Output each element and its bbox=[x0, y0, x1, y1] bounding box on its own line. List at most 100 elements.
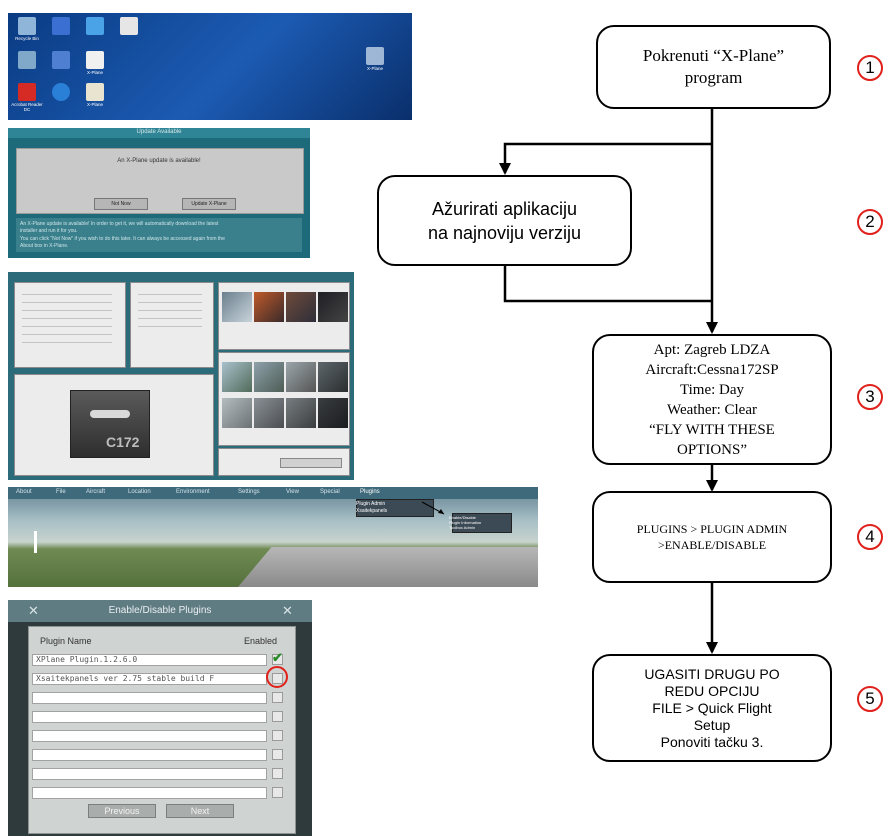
weather-thumbnail[interactable] bbox=[318, 362, 348, 392]
plugin-enabled-checkbox[interactable] bbox=[272, 654, 283, 665]
menu-item-about[interactable]: About bbox=[16, 489, 32, 495]
plugin-enabled-checkbox[interactable] bbox=[272, 787, 283, 798]
acrobat-shortcut[interactable]: Acrobat Reader DC bbox=[10, 83, 44, 112]
step-line: PLUGINS > PLUGIN ADMIN bbox=[636, 522, 788, 536]
recycle-bin-shortcut[interactable]: Recycle Bin bbox=[10, 17, 44, 41]
list-item[interactable] bbox=[138, 294, 202, 295]
plugin-enabled-checkbox[interactable] bbox=[272, 692, 283, 703]
list-item[interactable] bbox=[22, 334, 112, 335]
list-item[interactable] bbox=[22, 302, 112, 303]
weather-thumbnail[interactable] bbox=[222, 362, 252, 392]
step-5-box: UGASITI DRUGU PO REDU OPCIJU FILE > Quic… bbox=[592, 654, 832, 762]
menu-item-view[interactable]: View bbox=[286, 489, 299, 495]
list-item[interactable] bbox=[22, 310, 112, 311]
step-line: na najnoviju verziju bbox=[427, 222, 582, 243]
menu-item-settings[interactable]: Settings bbox=[238, 489, 260, 495]
plugin-enabled-checkbox[interactable] bbox=[272, 730, 283, 741]
step-2-box: Ažurirati aplikaciju na najnoviju verzij… bbox=[377, 175, 632, 266]
submenu-item-plugin-information[interactable]: Plugin Information bbox=[449, 520, 482, 525]
desktop-icon-label: X-Plane bbox=[86, 70, 103, 75]
aircraft-model-label: C172 bbox=[106, 434, 140, 450]
weather-thumbnail[interactable] bbox=[318, 398, 348, 428]
step-line: Time: Day bbox=[679, 381, 745, 398]
info-line: About box in X-Plane. bbox=[20, 243, 69, 249]
plugin-row-name bbox=[32, 787, 267, 799]
menu-item-environment[interactable]: Environment bbox=[176, 489, 210, 495]
submenu-item-toolbox-admin[interactable]: Toolbox Admin bbox=[449, 525, 476, 530]
airport-list-panel[interactable] bbox=[14, 282, 126, 368]
desktop-shortcut[interactable] bbox=[112, 17, 146, 35]
time-thumbnail[interactable] bbox=[318, 292, 348, 322]
dropdown-item-xsaitekpanels[interactable]: Xsaitekpanels bbox=[356, 508, 388, 514]
list-item[interactable] bbox=[138, 326, 202, 327]
weather-thumbnail[interactable] bbox=[286, 398, 316, 428]
step-line: OPTIONS” bbox=[676, 441, 747, 458]
aircraft-list-panel[interactable] bbox=[130, 282, 214, 368]
fly-with-these-options-button[interactable] bbox=[280, 458, 342, 468]
close-icon[interactable]: ✕ bbox=[282, 603, 293, 618]
menu-item-location[interactable]: Location bbox=[128, 489, 151, 495]
desktop-shortcut[interactable] bbox=[78, 17, 112, 35]
desktop-shortcut[interactable] bbox=[44, 83, 78, 101]
file-icon bbox=[86, 51, 104, 69]
plugin-enabled-checkbox[interactable] bbox=[272, 711, 283, 722]
list-item[interactable] bbox=[138, 310, 202, 311]
menu-item-file[interactable]: File bbox=[56, 489, 66, 495]
xplane-shortcut[interactable] bbox=[44, 17, 78, 35]
desktop-icon-label: X-Plane bbox=[366, 66, 383, 71]
close-icon[interactable]: ✕ bbox=[28, 603, 39, 618]
update-info-panel bbox=[16, 218, 302, 252]
info-line: installer and run it for you. bbox=[20, 228, 78, 234]
xplane-icon bbox=[52, 17, 70, 35]
time-thumbnail[interactable] bbox=[222, 292, 252, 322]
list-item[interactable] bbox=[22, 294, 112, 295]
plugin-enabled-checkbox[interactable] bbox=[272, 768, 283, 779]
aircraft-wing-shape bbox=[90, 410, 130, 418]
previous-button[interactable]: Previous bbox=[88, 804, 156, 818]
list-item[interactable] bbox=[22, 326, 112, 327]
step-line: Ažurirati aplikaciju bbox=[431, 198, 578, 219]
desktop-shortcut[interactable]: X-Plane bbox=[78, 51, 112, 75]
weather-thumbnail[interactable] bbox=[254, 398, 284, 428]
list-item[interactable] bbox=[138, 318, 202, 319]
acrobat-icon bbox=[18, 83, 36, 101]
app-icon bbox=[18, 51, 36, 69]
menu-item-special[interactable]: Special bbox=[320, 489, 340, 495]
submenu-item-enable-disable[interactable]: Enable/Disable bbox=[449, 515, 476, 520]
weather-thumbnail[interactable] bbox=[286, 362, 316, 392]
list-item[interactable] bbox=[22, 342, 112, 343]
weather-thumbnail[interactable] bbox=[254, 362, 284, 392]
list-item[interactable] bbox=[22, 318, 112, 319]
step-number-marker: 5 bbox=[857, 686, 883, 712]
desktop-shortcut[interactable] bbox=[44, 51, 78, 69]
next-button[interactable]: Next bbox=[166, 804, 234, 818]
dropdown-item-plugin-admin[interactable]: Plugin Admin bbox=[356, 501, 386, 507]
plugin-row-name bbox=[32, 749, 267, 761]
menu-item-aircraft[interactable]: Aircraft bbox=[86, 489, 106, 495]
update-xplane-button[interactable]: Update X-Plane bbox=[182, 198, 236, 210]
desktop-shortcut[interactable] bbox=[10, 51, 44, 69]
step-line: Weather: Clear bbox=[666, 401, 757, 418]
connector-2-merge bbox=[503, 266, 712, 303]
weather-thumbnail[interactable] bbox=[222, 398, 252, 428]
plugin-row-name bbox=[32, 730, 267, 742]
step-line: FILE > Quick Flight bbox=[652, 699, 772, 716]
menu-pointer-arrow bbox=[421, 501, 445, 515]
xplane-shortcut-right[interactable]: X-Plane bbox=[358, 47, 392, 71]
not-now-button[interactable]: Not Now bbox=[94, 198, 148, 210]
plugin-row-name bbox=[32, 768, 267, 780]
step-number-marker: 3 bbox=[857, 384, 883, 410]
step-line: Pokrenuti “X-Plane” bbox=[642, 46, 785, 65]
plugin-row-name bbox=[32, 692, 267, 704]
desktop-shortcut[interactable]: X-Plane bbox=[78, 83, 112, 107]
time-thumbnail[interactable] bbox=[254, 292, 284, 322]
plugin-enabled-checkbox[interactable] bbox=[272, 749, 283, 760]
desktop-icon-label: X-Plane bbox=[86, 102, 103, 107]
time-thumbnail[interactable] bbox=[286, 292, 316, 322]
recycle-bin-icon bbox=[18, 17, 36, 35]
list-item[interactable] bbox=[138, 302, 202, 303]
step-line: Setup bbox=[693, 716, 731, 733]
dialog-titlebar bbox=[8, 128, 310, 138]
menu-item-plugins[interactable]: Plugins bbox=[360, 489, 380, 495]
info-line: An X-Plane update is available! In order… bbox=[20, 221, 219, 227]
